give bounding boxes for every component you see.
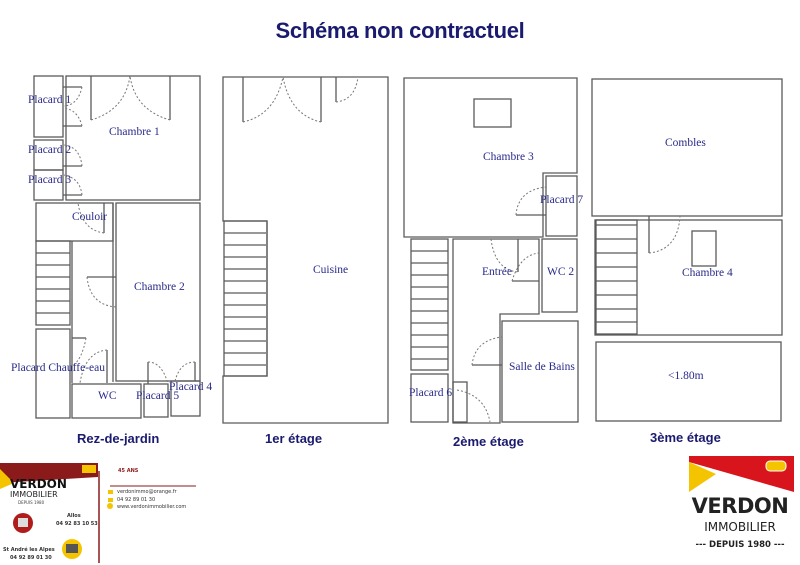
- logo-brand: VERDON: [691, 494, 789, 518]
- room-label: Placard 2: [28, 144, 71, 156]
- logo-banner-graphic: [689, 456, 794, 492]
- logo-since: --- DEPUIS 1980 ---: [695, 540, 785, 550]
- card-website: www.verdonimmobilier.com: [117, 504, 187, 510]
- agency-business-card: VERDON IMMOBILIER DEPUIS 1980 45 ANS All…: [0, 463, 200, 565]
- room-label: Placard 6: [409, 387, 452, 399]
- card-since: DEPUIS 1980: [18, 500, 45, 505]
- floor-plan-rez-de-jardin: [33, 75, 201, 419]
- office-allos-phone: 04 92 83 10 53: [56, 521, 98, 527]
- floor-label-1er-etage: 1er étage: [265, 431, 323, 446]
- floor-label-2eme-etage: 2ème étage: [453, 434, 524, 449]
- floor-label-3eme-etage: 3ème étage: [650, 430, 721, 445]
- room-label: Placard 4: [169, 381, 212, 393]
- stairs-rdj: [36, 252, 70, 314]
- room-label: Placard Chauffe-eau: [11, 362, 105, 374]
- room-label: Entrée: [482, 266, 512, 278]
- room-label: Placard 1: [28, 94, 71, 106]
- office-st-andre-phone: 04 92 89 01 30: [10, 555, 52, 561]
- floor-plans: Placard 1 Chambre 1 Placard 2 Placard 3 …: [11, 75, 783, 424]
- card-subtitle: IMMOBILIER: [10, 490, 58, 499]
- logo-subtitle: IMMOBILIER: [704, 520, 776, 534]
- card-phone: 04 92 89 01 30: [117, 497, 156, 503]
- floor-label-rez-de-jardin: Rez-de-jardin: [77, 431, 160, 446]
- room-label: WC: [98, 390, 117, 402]
- room-label: Chambre 2: [134, 281, 185, 293]
- floor-plan-3eme-etage: [591, 78, 783, 422]
- card-email: verdonimmo@orange.fr: [117, 489, 177, 495]
- room-label: Couloir: [72, 211, 107, 223]
- room-label: Salle de Bains: [509, 361, 575, 373]
- room-label: <1.80m: [668, 370, 704, 382]
- room-label: Chambre 3: [483, 151, 534, 163]
- room-label: Combles: [665, 137, 706, 149]
- stairs-2eme: [411, 250, 448, 360]
- room-label: Chambre 1: [109, 126, 160, 138]
- room-label: Placard 3: [28, 174, 71, 186]
- room-label: Chambre 4: [682, 267, 733, 279]
- office-allos-city: Allos: [67, 513, 81, 519]
- page-title: Schéma non contractuel: [275, 18, 525, 43]
- room-label: WC 2: [547, 266, 574, 278]
- room-label: Cuisine: [313, 264, 348, 276]
- room-label: Placard 7: [540, 194, 583, 206]
- stairs-1er: [224, 232, 266, 366]
- anniversary-badge: 45 ANS: [118, 468, 139, 474]
- room-label: Placard 5: [136, 390, 179, 402]
- card-brand: VERDON: [10, 477, 67, 491]
- card-banner-graphic: [0, 463, 196, 563]
- agency-logo: VERDON IMMOBILIER --- DEPUIS 1980 ---: [686, 454, 794, 554]
- floor-plan-1er-etage: [222, 76, 389, 424]
- floor-plan-2eme-etage: [403, 77, 579, 424]
- office-st-andre-city: St André les Alpes: [3, 547, 55, 553]
- stairs-3eme: [596, 224, 637, 323]
